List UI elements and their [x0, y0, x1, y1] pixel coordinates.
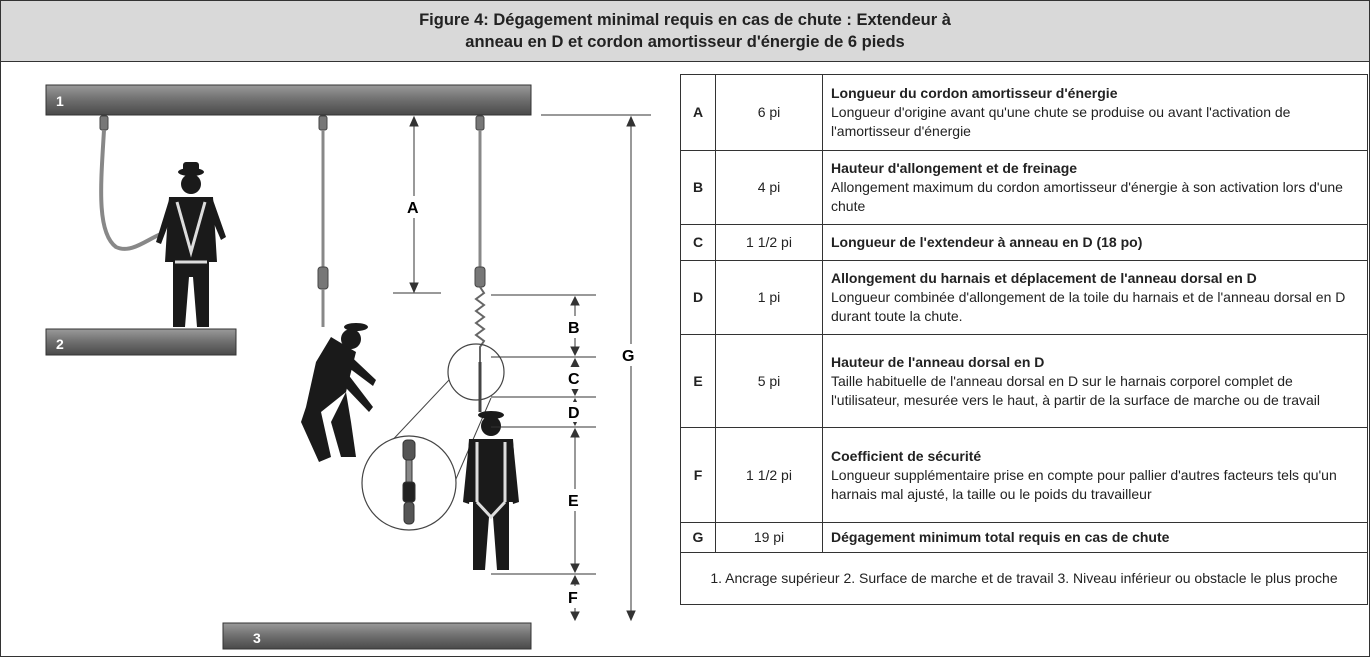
- row-letter: B: [680, 150, 716, 225]
- detail-circle: [447, 343, 505, 401]
- row-letter: E: [680, 334, 716, 428]
- level-2-label: 2: [56, 336, 64, 352]
- row-description: Dégagement minimum total requis en cas d…: [822, 522, 1368, 553]
- row-title: Hauteur d'allongement et de freinage: [831, 160, 1078, 176]
- row-text: Longueur combinée d'allongement de la to…: [831, 289, 1346, 324]
- row-text: Longueur d'origine avant qu'une chute se…: [831, 104, 1291, 139]
- dim-label-g: G: [622, 348, 634, 365]
- row-text: Taille habituelle de l'anneau dorsal en …: [831, 372, 1321, 408]
- clearance-table-wrapper: A 6 pi Longueur du cordon amortisseur d'…: [680, 74, 1368, 605]
- row-value: 19 pi: [715, 522, 823, 553]
- row-description: Hauteur de l'anneau dorsal en D Taille h…: [822, 334, 1368, 428]
- row-title: Allongement du harnais et déplacement de…: [831, 270, 1257, 286]
- row-title: Hauteur de l'anneau dorsal en D: [831, 353, 1045, 370]
- row-description: Longueur du cordon amortisseur d'énergie…: [822, 74, 1368, 151]
- figure-title-line1: Figure 4: Dégagement minimal requis en c…: [419, 11, 951, 29]
- table-footer-row: 1. Ancrage supérieur 2. Surface de march…: [680, 552, 1368, 605]
- row-letter: C: [680, 224, 716, 261]
- row-value: 5 pi: [715, 334, 823, 428]
- table-row: A 6 pi Longueur du cordon amortisseur d'…: [680, 74, 1368, 151]
- table-row: C 1 1/2 pi Longueur de l'extendeur à ann…: [680, 224, 1368, 261]
- zoom-connector-line: [385, 379, 450, 448]
- figure-title: Figure 4: Dégagement minimal requis en c…: [1, 1, 1369, 62]
- table-row: G 19 pi Dégagement minimum total requis …: [680, 522, 1368, 553]
- row-letter: A: [680, 74, 716, 151]
- row-value: 1 pi: [715, 260, 823, 335]
- row-letter: F: [680, 427, 716, 523]
- level-1-label: 1: [56, 93, 64, 109]
- slack-lanyard: [99, 129, 162, 251]
- table-row: D 1 pi Allongement du harnais et déplace…: [680, 260, 1368, 335]
- walking-surface-bar: 2: [45, 328, 237, 356]
- d-ring-extender-detail-icon: [402, 439, 416, 525]
- row-text: Longueur supplémentaire prise en compte …: [831, 466, 1337, 502]
- row-value: 6 pi: [715, 74, 823, 151]
- table-row: B 4 pi Hauteur d'allongement et de frein…: [680, 150, 1368, 225]
- dim-label-a: A: [407, 200, 419, 217]
- dim-label-b: B: [568, 320, 580, 337]
- deployed-absorber-icon: [474, 266, 486, 288]
- row-description: Hauteur d'allongement et de freinage All…: [822, 150, 1368, 225]
- row-letter: D: [680, 260, 716, 335]
- lower-level-bar: 3: [222, 622, 532, 650]
- fall-clearance-diagram: 1 2 3: [45, 84, 651, 650]
- row-title: Coefficient de sécurité: [831, 447, 982, 464]
- anchor-hook-icon: [99, 115, 485, 131]
- figure-title-line2: anneau en D et cordon amortisseur d'éner…: [465, 33, 905, 51]
- falling-worker-icon: [301, 323, 376, 462]
- dim-label-f: F: [568, 590, 578, 607]
- row-value: 4 pi: [715, 150, 823, 225]
- deployed-absorber-webbing: [474, 286, 486, 362]
- row-title: Longueur de l'extendeur à anneau en D (1…: [831, 234, 1143, 250]
- row-title: Longueur du cordon amortisseur d'énergie: [831, 85, 1118, 101]
- table-footer-note: 1. Ancrage supérieur 2. Surface de march…: [680, 552, 1368, 605]
- row-letter: G: [680, 522, 716, 553]
- row-description: Allongement du harnais et déplacement de…: [822, 260, 1368, 335]
- anchor-level-bar: 1: [45, 84, 532, 116]
- row-title: Dégagement minimum total requis en cas d…: [831, 529, 1170, 545]
- table-row: F 1 1/2 pi Coefficient de sécurité Longu…: [680, 427, 1368, 523]
- row-text: Allongement maximum du cordon amortisseu…: [831, 179, 1343, 214]
- row-description: Longueur de l'extendeur à anneau en D (1…: [822, 224, 1368, 261]
- dimension-lines: [393, 114, 651, 622]
- energy-absorber-icon: [317, 266, 329, 290]
- suspended-worker-icon: [463, 411, 519, 570]
- dim-label-d: D: [568, 405, 580, 422]
- standing-worker-icon: [156, 162, 226, 327]
- dim-label-e: E: [568, 493, 579, 510]
- row-value: 1 1/2 pi: [715, 224, 823, 261]
- level-3-label: 3: [253, 630, 261, 646]
- clearance-table: A 6 pi Longueur du cordon amortisseur d'…: [680, 74, 1368, 605]
- dim-label-c: C: [568, 371, 580, 388]
- row-description: Coefficient de sécurité Longueur supplém…: [822, 427, 1368, 523]
- table-row: E 5 pi Hauteur de l'anneau dorsal en D T…: [680, 334, 1368, 428]
- row-value: 1 1/2 pi: [715, 427, 823, 523]
